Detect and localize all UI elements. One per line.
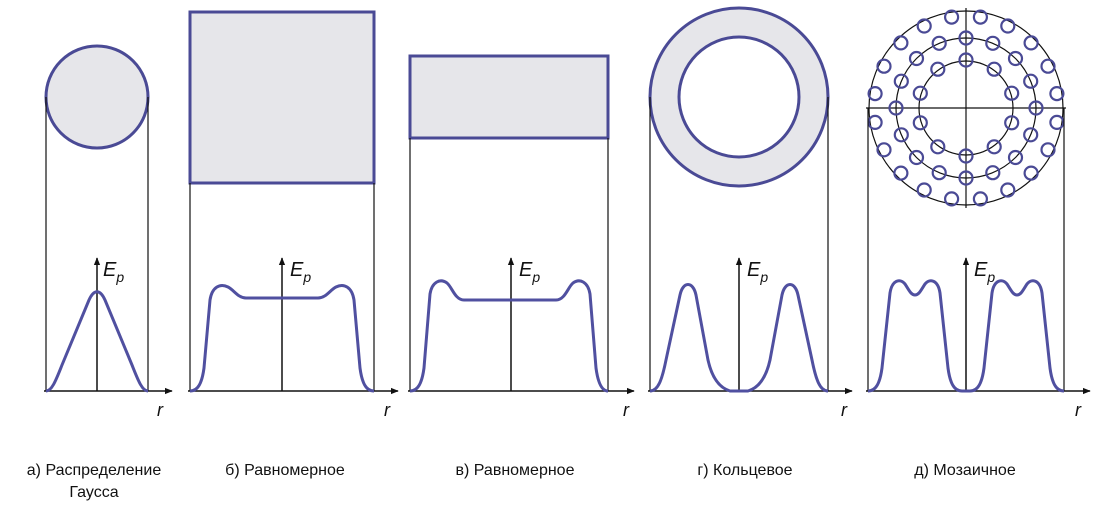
- beam-spot-square: [188, 10, 376, 185]
- ep-axis-label: Ep: [290, 259, 311, 285]
- panel-gauss: Ep r: [44, 44, 173, 420]
- r-axis-label: r: [1075, 400, 1082, 420]
- mosaic-spot: [1023, 35, 1039, 51]
- ring-band: [650, 7, 828, 187]
- mosaic-spot: [972, 191, 989, 207]
- caption-gauss-line2: Гаусса: [69, 484, 119, 501]
- mosaic-spot: [1023, 73, 1039, 89]
- mosaic-spot: [908, 149, 925, 166]
- mosaic-spot: [1023, 127, 1039, 143]
- panel-uniform-square: Ep r: [188, 10, 399, 420]
- ep-axis-label: Ep: [747, 259, 768, 285]
- profile-curve-gauss: [45, 290, 149, 393]
- mosaic-spot: [916, 182, 932, 198]
- profile-curve-uniform-rect: [409, 279, 609, 393]
- mosaic-spot: [930, 61, 946, 77]
- mosaic-spot: [916, 18, 932, 34]
- caption-uniform-rect: в) Равномерное: [430, 460, 600, 482]
- mosaic-spot: [893, 165, 909, 181]
- mosaic-spot: [972, 9, 989, 25]
- ep-axis-label: Ep: [974, 259, 995, 285]
- mosaic-spot: [986, 139, 1002, 155]
- caption-mosaic-text: д) Мозаичное: [914, 462, 1016, 479]
- mosaic-spot: [1007, 50, 1024, 67]
- caption-uniform-square-text: б) Равномерное: [225, 462, 345, 479]
- mosaic-spot: [958, 170, 974, 186]
- mosaic-spot: [876, 58, 892, 74]
- mosaic-spot: [1040, 58, 1056, 74]
- mosaic-spot: [1040, 142, 1056, 158]
- profile-curve-uniform-square: [189, 284, 375, 393]
- mosaic-spots: [867, 9, 1065, 207]
- profile-curve-ring: [649, 283, 829, 393]
- mosaic-spot: [893, 35, 909, 51]
- mosaic-spot: [931, 165, 947, 181]
- mosaic-spot: [985, 165, 1001, 181]
- mosaic-spot: [912, 85, 928, 101]
- ep-axis-label: Ep: [103, 259, 124, 285]
- panel-uniform-rect: Ep r: [408, 54, 635, 420]
- mosaic-spot: [943, 9, 960, 25]
- mosaic-spot: [943, 191, 960, 207]
- mosaic-spot: [958, 148, 974, 164]
- caption-gauss-line1: а) Распределение: [26, 462, 162, 479]
- mosaic-spot: [985, 35, 1001, 51]
- r-axis-label: r: [157, 400, 164, 420]
- caption-uniform-rect-text: в) Равномерное: [455, 462, 575, 479]
- mosaic-spot: [867, 85, 883, 102]
- caption-uniform-square: б) Равномерное: [200, 460, 370, 482]
- profile-curve-mosaic: [867, 279, 1065, 393]
- mosaic-spot: [930, 139, 946, 155]
- mosaic-spot: [1049, 85, 1065, 102]
- mosaic-spot: [888, 100, 904, 116]
- panel-mosaic: Ep r: [866, 8, 1091, 420]
- mosaic-spot: [1023, 165, 1039, 181]
- mosaic-spot: [958, 52, 974, 68]
- caption-ring: г) Кольцевое: [660, 460, 830, 482]
- caption-gauss: а) Распределение Гаусса: [2, 460, 186, 504]
- mosaic-spot: [893, 127, 909, 143]
- mosaic-spot: [1004, 85, 1020, 101]
- mosaic-spot: [1007, 149, 1024, 166]
- beam-spot-rectangle: [408, 54, 610, 140]
- mosaic-spot: [1028, 100, 1044, 116]
- mosaic-grid: [866, 8, 1066, 208]
- mosaic-spot: [1004, 115, 1020, 131]
- panel-ring: Ep r: [648, 6, 853, 420]
- beam-spot-circle: [44, 44, 150, 150]
- mosaic-spot: [958, 30, 974, 46]
- ring-inner-edge: [677, 35, 801, 159]
- caption-ring-text: г) Кольцевое: [697, 462, 793, 479]
- r-axis-label: r: [841, 400, 848, 420]
- caption-mosaic: д) Мозаичное: [880, 460, 1050, 482]
- mosaic-spot: [908, 50, 925, 67]
- mosaic-spot: [893, 73, 909, 89]
- r-axis-label: r: [623, 400, 630, 420]
- ep-axis-label: Ep: [519, 259, 540, 285]
- mosaic-spot: [912, 115, 928, 131]
- r-axis-label: r: [384, 400, 391, 420]
- mosaic-spot: [986, 61, 1002, 77]
- mosaic-spot: [1000, 182, 1016, 198]
- mosaic-spot: [1000, 18, 1016, 34]
- mosaic-spot: [876, 142, 892, 158]
- mosaic-spot: [931, 35, 947, 51]
